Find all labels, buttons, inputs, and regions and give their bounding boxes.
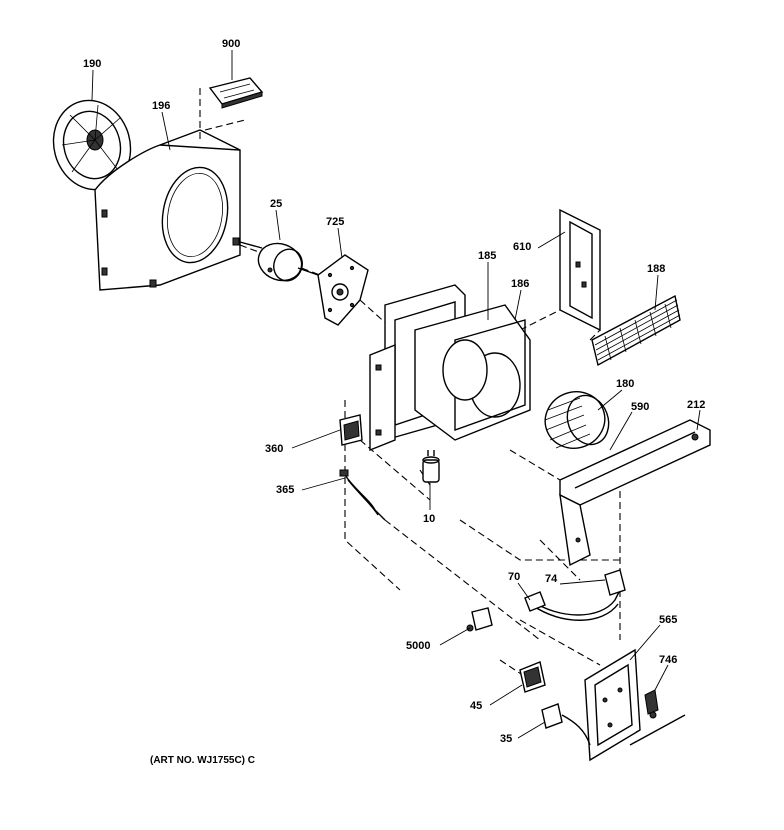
- label-565: 565: [659, 614, 677, 626]
- label-45: 45: [470, 700, 482, 712]
- label-74: 74: [545, 573, 558, 585]
- part-labels: 190 196 900 25 725 185 186 610 188 180 5…: [83, 38, 705, 766]
- label-180: 180: [616, 378, 634, 390]
- label-35: 35: [500, 733, 512, 745]
- part-590-base-bracket: [559, 419, 711, 567]
- leader-lines: [91, 50, 701, 739]
- part-188-grille: [591, 294, 681, 367]
- part-45-terminal-block: [519, 661, 546, 693]
- part-365-wire-harness: [339, 469, 386, 521]
- part-725-motor-bracket: [317, 254, 369, 326]
- part-900-bracket: [208, 77, 264, 109]
- part-10-capacitor: [422, 450, 440, 483]
- label-365: 365: [276, 484, 294, 496]
- label-70: 70: [508, 571, 520, 583]
- part-746-clip: [644, 689, 659, 719]
- label-190: 190: [83, 58, 101, 70]
- label-900: 900: [222, 38, 240, 50]
- label-186: 186: [511, 278, 529, 290]
- label-185: 185: [478, 250, 496, 262]
- part-35-connector: [541, 703, 591, 746]
- label-610: 610: [513, 241, 531, 253]
- label-10: 10: [423, 513, 435, 525]
- label-360: 360: [265, 443, 283, 455]
- part-5000-plug: [466, 607, 493, 632]
- label-5000: 5000: [406, 640, 430, 652]
- label-725: 725: [326, 216, 344, 228]
- label-212: 212: [687, 399, 705, 411]
- label-746: 746: [659, 654, 677, 666]
- label-590: 590: [631, 401, 649, 413]
- label-188: 188: [647, 263, 665, 275]
- art-number: (ART NO. WJ1755C) C: [150, 755, 255, 766]
- label-25: 25: [270, 198, 282, 210]
- part-70-74-wiring: [524, 569, 626, 621]
- part-360-switch: [339, 414, 363, 446]
- part-186-blower-housing: [414, 304, 531, 441]
- part-25-motor: [239, 241, 319, 282]
- label-196: 196: [152, 100, 170, 112]
- part-610-side-panel: [559, 208, 601, 332]
- part-565-control-panel: [584, 648, 686, 762]
- part-180-blower-wheel: [544, 391, 610, 449]
- part-196-shroud: [94, 129, 241, 291]
